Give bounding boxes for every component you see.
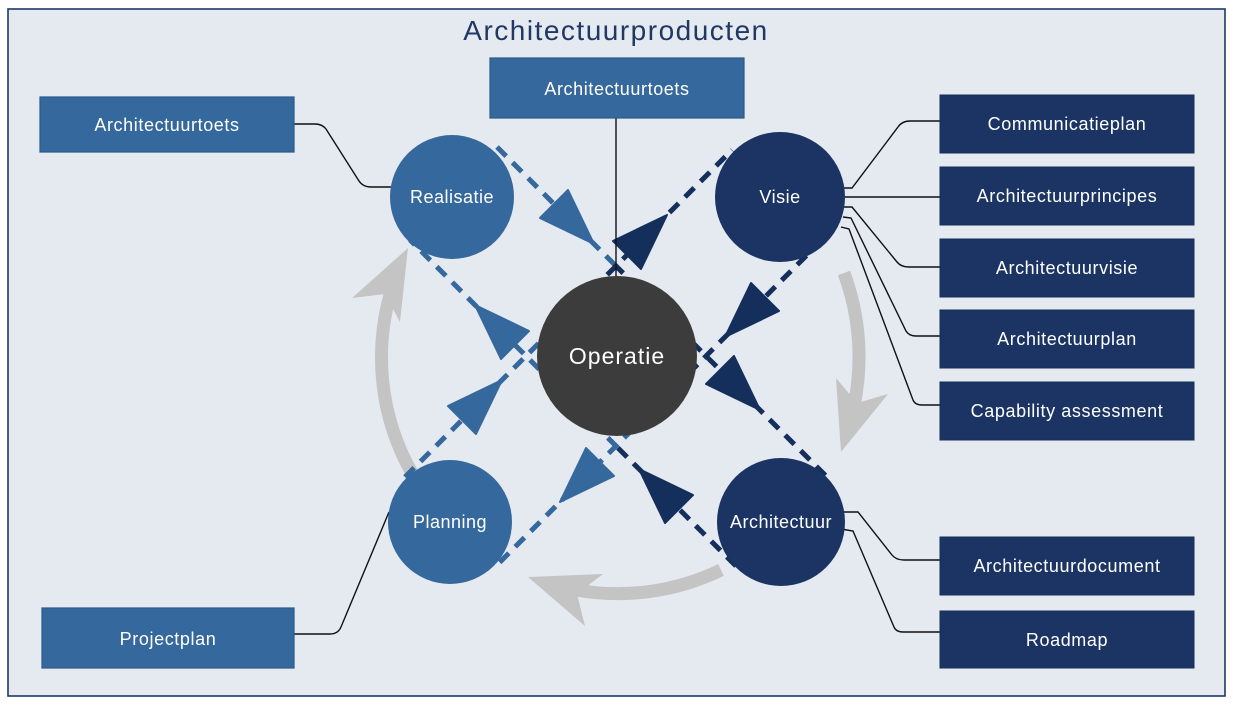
diagram-title: Architectuurproducten [463,15,768,46]
connector-architectuurdocument [843,511,940,561]
box-communicatieplan [939,94,1195,154]
connector-projectplan [293,511,390,635]
circle-operatie-label: Operatie [569,343,665,369]
box-architectuurtoets-top-label: Architectuurtoets [544,79,689,99]
flow-line-architectuur-realisatie-navy [615,445,738,568]
circle-operatie [537,276,697,436]
flow-arrow-planning-out-icon [559,447,615,503]
circle-realisatie-label: Realisatie [410,187,494,207]
box-communicatieplan-label: Communicatieplan [988,114,1147,134]
circle-visie-label: Visie [759,187,800,207]
flow-arrow-realisatie-in-icon [539,189,595,245]
box-architectuurtoets-left-label: Architectuurtoets [94,115,239,135]
box-architectuurplan [939,309,1195,369]
box-architectuurprincipes-label: Architectuurprincipes [977,186,1158,206]
box-capability-assessment [939,381,1195,441]
circle-architectuur [717,458,845,586]
connector-roadmap [840,528,940,633]
cycle-arrowhead-to-realisatie [352,248,408,322]
box-architectuurtoets-left [39,96,295,153]
box-architectuurprincipes [939,166,1195,226]
flow-arrow-realisatie-out-icon [474,304,530,360]
circle-architectuur-label: Architectuur [730,512,832,532]
box-architectuurdocument [939,536,1195,596]
circle-planning [388,460,512,584]
flow-arrow-planning-in-icon [447,379,503,435]
box-roadmap-label: Roadmap [1026,630,1108,650]
circle-visie [715,132,845,262]
cycle-arc-visie-architectuur [837,270,866,408]
connector-architectuurplan [842,216,940,337]
flow-arrow-visie-out-icon [612,214,668,270]
cycle-arrowhead-to-planning [528,574,603,626]
box-roadmap [939,610,1195,669]
circle-planning-label: Planning [413,512,487,532]
flow-arrow-architectuur-out-icon [705,355,761,411]
box-architectuurvisie-label: Architectuurvisie [996,258,1138,278]
cycle-arc-planning-realisatie [375,276,419,479]
box-projectplan [41,607,295,669]
cycle-arc-architectuur-planning [574,564,724,601]
connector-communicatieplan [844,120,940,189]
box-architectuurtoets-top [489,57,745,119]
box-architectuurplan-label: Architectuurplan [997,329,1137,349]
box-architectuurdocument-label: Architectuurdocument [973,556,1160,576]
connector-architectuurtoets-left [294,123,391,188]
box-architectuurvisie [939,238,1195,298]
box-projectplan-label: Projectplan [120,629,217,649]
circle-realisatie [390,135,514,259]
connector-capability-assessment [840,226,940,406]
flow-arrow-architectuur-in-icon [638,468,694,524]
box-capability-assessment-label: Capability assessment [971,401,1164,421]
flow-arrow-visie-in-icon [724,282,780,338]
connector-architectuurvisie [844,206,940,268]
cycle-arrowhead-to-architectuur [836,378,888,452]
